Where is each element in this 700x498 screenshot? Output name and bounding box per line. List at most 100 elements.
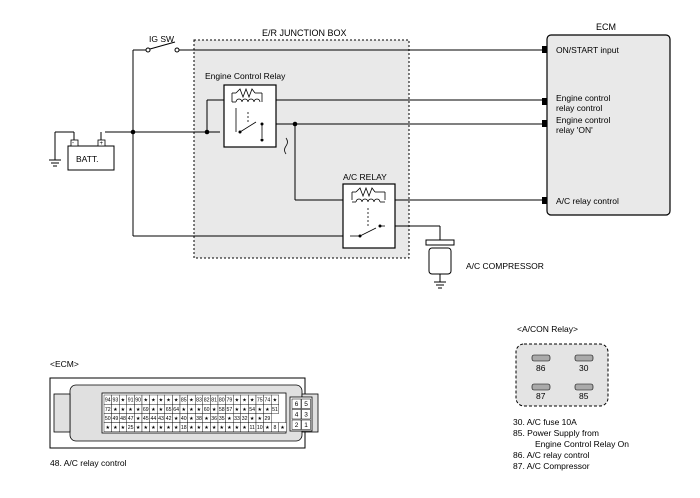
ecm-pin-label: ★ (174, 398, 179, 404)
ecm-pin-label: 11 (250, 425, 255, 431)
ecm-pin-label: ★ (242, 425, 247, 431)
ecm-side-pin-label: 3 (304, 412, 308, 419)
ecm-side-pin-label: 1 (304, 422, 308, 429)
ecm-pin-label: 49 (113, 416, 119, 422)
ecm-pin-label: ★ (159, 407, 164, 413)
ac-relay (342, 183, 396, 249)
acon-relay-title: <A/CON Relay> (517, 324, 578, 334)
ecm-pin-label: ★ (121, 398, 126, 404)
ecm-pin-label: 94 (105, 398, 111, 404)
ecm-pin-label: 18 (181, 425, 187, 431)
acon-pin-30: 30 (579, 363, 589, 373)
ecm-pin-label: ★ (189, 416, 194, 422)
ecm-pin-label: ★ (280, 425, 285, 431)
junction-box-label: E/R JUNCTION BOX (262, 28, 347, 38)
ecm-pin-label: 58 (219, 407, 225, 413)
ig-switch (149, 41, 176, 50)
ecm-side-pin-cell (291, 398, 302, 409)
ecm-pin-label: 65 (166, 407, 172, 413)
ecm-pin-label: ★ (189, 398, 194, 404)
ecm-pin-label: 32 (242, 416, 248, 422)
ecm-pin-markers (542, 46, 547, 204)
acon-pin-87: 87 (536, 391, 546, 401)
ecm-pin-label: 35 (219, 416, 225, 422)
ecm-connector-note: 48. A/C relay control (50, 458, 127, 468)
ecm-pin-label: ★ (212, 425, 217, 431)
ecm-pin-label: ★ (136, 425, 141, 431)
ecm-pin-label: 80 (219, 398, 225, 404)
ecm-pin-label: ★ (166, 398, 171, 404)
acon-note-85b: Engine Control Relay On (535, 439, 629, 449)
acon-relay-connector (515, 343, 609, 407)
engine-control-relay (223, 84, 277, 148)
ecm-pin-label: ★ (159, 398, 164, 404)
ecm-pin-engine-relay-control-2: relay control (556, 103, 602, 113)
ecm-pin-label: 79 (227, 398, 233, 404)
ecm-pin-label: ★ (136, 407, 141, 413)
ecm-side-pin-cell (301, 398, 311, 409)
ecm-pin-engine-relay-on-1: Engine control (556, 115, 610, 125)
ecm-pin-label: ★ (212, 407, 217, 413)
wire-break-mark (284, 137, 288, 155)
svg-text:-: - (72, 141, 74, 147)
ecm-pin-label: ★ (204, 425, 209, 431)
ecm-pin-label: ★ (242, 407, 247, 413)
compressor-label: A/C COMPRESSOR (466, 261, 544, 271)
svg-text:+: + (100, 141, 104, 147)
ecm-side-pin-cell (291, 409, 302, 420)
ecm-pin-label: 74 (265, 398, 271, 404)
ecm-pin-label: ★ (265, 407, 270, 413)
ecm-pin-label: 69 (143, 407, 149, 413)
ecm-pin-label: 25 (128, 425, 134, 431)
battery-label: BATT. (76, 154, 99, 164)
ecm-pin-label: ★ (121, 407, 126, 413)
ecm-pin-label: ★ (227, 416, 232, 422)
wires (105, 49, 542, 240)
ecm-pin-label: ★ (265, 425, 270, 431)
ecm-pin-label: 10 (257, 425, 263, 431)
ecm-side-pin-label: 4 (295, 412, 299, 419)
ecm-pin-label: 51 (272, 407, 278, 413)
ecm-side-pin-label: 5 (304, 401, 308, 408)
ecm-pin-label: 64 (173, 407, 179, 413)
acon-note-87: 87. A/C Compressor (513, 461, 590, 471)
ecm-pin-label: 29 (265, 416, 271, 422)
ecm-pin-label: 75 (257, 398, 263, 404)
ecm-pin-label: 42 (166, 416, 172, 422)
ecm-side-pin-cell (301, 409, 311, 420)
ecm-pin-label: ★ (273, 398, 278, 404)
ecm-pin-label: ★ (151, 425, 156, 431)
ecm-pin-label: 38 (196, 416, 202, 422)
ecm-pin-label: ★ (174, 416, 179, 422)
ac-compressor (425, 239, 455, 289)
ecm-pin-label: ★ (257, 407, 262, 413)
ecm-pin-label: ★ (227, 425, 232, 431)
ecm-pin-label: ★ (159, 425, 164, 431)
acon-note-85a: 85. Power Supply from (513, 428, 599, 438)
ecm-pin-label: 50 (105, 416, 111, 422)
ecm-pin-label: 85 (181, 398, 187, 404)
ac-relay-label: A/C RELAY (343, 172, 387, 182)
ecm-pin-label: 90 (135, 398, 141, 404)
ecm-side-pin-cell (301, 419, 311, 430)
ecm-pin-label: ★ (235, 407, 240, 413)
ecm-pin-label: 8 (274, 425, 277, 431)
ecm-pin-label: ★ (250, 398, 255, 404)
ecm-pin-label: 57 (227, 407, 233, 413)
ecm-connector-title: <ECM> (50, 359, 79, 369)
ecm-pin-label: 43 (158, 416, 164, 422)
ecm-pin-label: 91 (128, 398, 134, 404)
ecm-pin-label: ★ (235, 398, 240, 404)
ecm-pin-label: ★ (204, 416, 209, 422)
battery: - + (49, 131, 115, 171)
acon-note-86: 86. A/C relay control (513, 450, 590, 460)
engine-relay-label: Engine Control Relay (205, 71, 286, 81)
ecm-label: ECM (596, 22, 616, 32)
ecm-pin-label: 33 (234, 416, 240, 422)
ecm-pin-label: ★ (128, 407, 133, 413)
ecm-pin-label: ★ (151, 407, 156, 413)
ecm-side-pin-label: 6 (295, 401, 299, 408)
ecm-pin-label: 48 (120, 416, 126, 422)
